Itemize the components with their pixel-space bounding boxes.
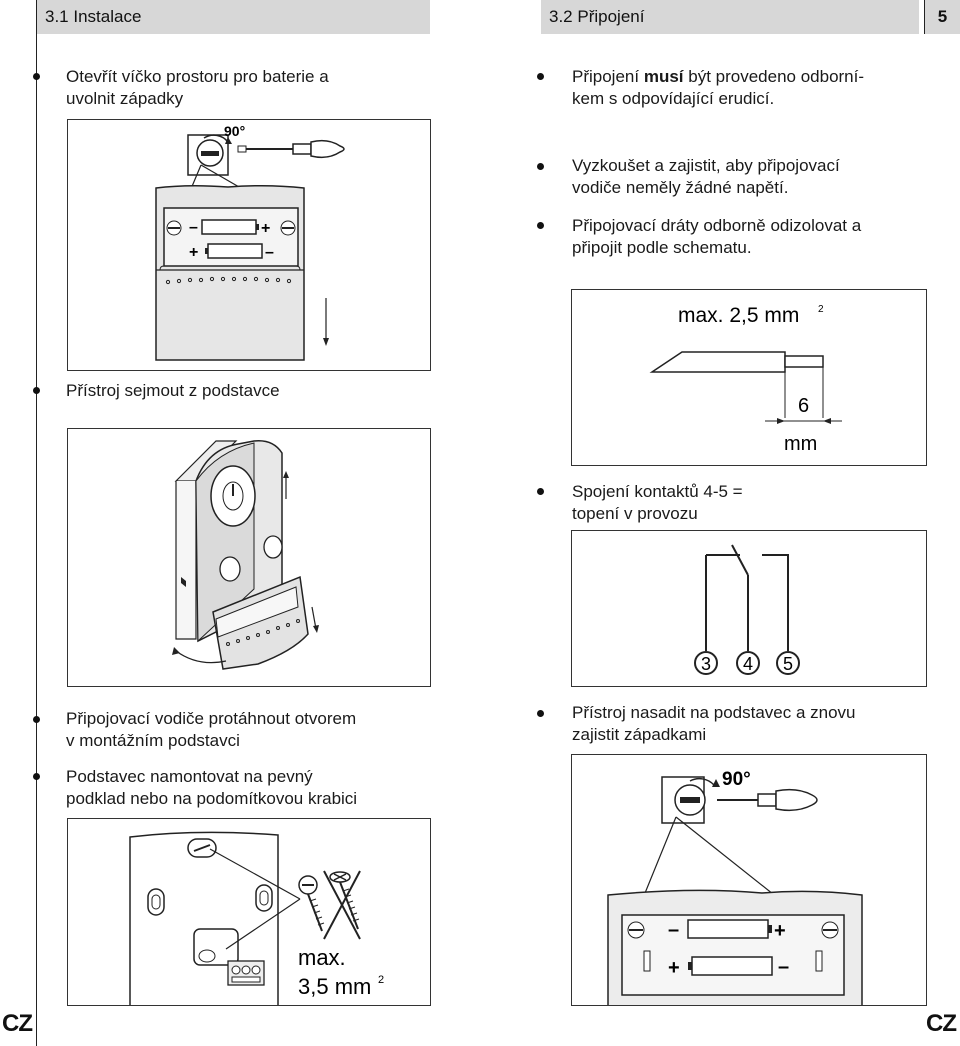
- right-step-2-line-2: vodiče neměly žádné napětí.: [572, 178, 789, 197]
- right-step-1-line-2: kem s odpovídající erudicí.: [572, 89, 775, 108]
- left-step-2: Přístroj sejmout z podstavce: [66, 381, 280, 400]
- bullet: [33, 716, 40, 723]
- right-section-title: 3.2 Připojení: [549, 7, 645, 26]
- bullet: [537, 222, 544, 229]
- step-text: být provedeno odborní-: [683, 67, 865, 86]
- figure-reattach-device: 90° – + + –: [571, 754, 927, 1006]
- figure-wire-stripping: max. 2,5 mm 2 6 mm: [571, 289, 927, 466]
- svg-text:+: +: [774, 920, 786, 942]
- left-step-3-line-2: v montážním podstavci: [66, 731, 240, 750]
- terminal-5: 5: [783, 654, 793, 674]
- wire-size-superscript: 2: [378, 974, 384, 986]
- right-step-3: Připojovací dráty odborně odizolovat a p…: [572, 215, 861, 259]
- left-step-4-line-1: Podstavec namontovat na pevný: [66, 767, 313, 786]
- left-section-header: 3.1 Instalace: [37, 0, 430, 34]
- left-step-3-line-1: Připojovací vodiče protáhnout otvorem: [66, 709, 357, 728]
- left-step-4-line-2: podklad nebo na podomítkovou krabici: [66, 789, 358, 808]
- svg-text:–: –: [668, 919, 679, 941]
- left-step-3: Připojovací vodiče protáhnout otvorem v …: [66, 708, 356, 752]
- terminal-4: 4: [743, 654, 753, 674]
- right-step-5-line-1: Přístroj nasadit na podstavec a znovu: [572, 703, 856, 722]
- right-step-2-line-1: Vyzkoušet a zajistit, aby připojovací: [572, 156, 840, 175]
- left-step-1-line-1: Otevřít víčko prostoru pro baterie a: [66, 67, 329, 86]
- bullet: [537, 73, 544, 80]
- wire-max-label: max. 2,5 mm: [678, 304, 799, 327]
- language-tag-right: CZ: [926, 1010, 957, 1037]
- bullet: [537, 710, 544, 717]
- right-section-header: 3.2 Připojení: [541, 0, 919, 34]
- wire-max-superscript: 2: [818, 304, 824, 315]
- figure-battery-compartment: 90° – + + –: [67, 119, 431, 371]
- right-step-3-line-1: Připojovací dráty odborně odizolovat a: [572, 216, 862, 235]
- right-step-4: Spojení kontaktů 4-5 = topení v provozu: [572, 481, 743, 525]
- right-step-2: Vyzkoušet a zajistit, aby připojovací vo…: [572, 155, 840, 199]
- angle-label: 90°: [224, 123, 245, 139]
- right-step-3-line-2: připojit podle schematu.: [572, 238, 752, 257]
- max-label: max.: [298, 945, 346, 970]
- language-tag-left: CZ: [2, 1010, 33, 1037]
- left-step-1-line-2: uvolnit západky: [66, 89, 184, 108]
- strip-length-unit: mm: [784, 433, 817, 455]
- figure-wiring-schematic: 3 4 5: [571, 530, 927, 687]
- right-step-4-line-1: Spojení kontaktů 4-5 =: [572, 482, 743, 501]
- terminal-3: 3: [701, 654, 711, 674]
- svg-text:–: –: [189, 219, 198, 236]
- strip-length-value: 6: [798, 395, 809, 417]
- svg-text:+: +: [668, 957, 680, 979]
- bullet: [537, 488, 544, 495]
- wire-size-label: 3,5 mm: [298, 974, 371, 999]
- header-divider: [924, 0, 925, 34]
- svg-text:–: –: [265, 244, 274, 261]
- right-step-1-line-1: Připojení musí být provedeno odborní-: [572, 66, 864, 88]
- step-text: Připojení: [572, 67, 644, 86]
- left-section-title: 3.1 Instalace: [45, 7, 142, 26]
- svg-text:+: +: [189, 244, 198, 261]
- bullet: [33, 73, 40, 80]
- emphasis-must: musí: [643, 67, 684, 86]
- left-margin-rule: [36, 0, 37, 1046]
- bullet: [33, 387, 40, 394]
- bullet: [537, 163, 544, 170]
- svg-text:–: –: [778, 956, 789, 978]
- page-number: 5: [937, 7, 948, 26]
- page-number-box: 5: [925, 0, 960, 34]
- left-step-1: Otevřít víčko prostoru pro baterie a uvo…: [66, 66, 329, 110]
- figure-remove-device: [67, 428, 431, 687]
- right-step-4-line-2: topení v provozu: [572, 504, 698, 523]
- angle-label: 90°: [722, 769, 751, 790]
- left-step-4: Podstavec namontovat na pevný podklad ne…: [66, 766, 357, 810]
- svg-text:+: +: [261, 220, 270, 237]
- figure-mount-base: max. 3,5 mm 2: [67, 818, 431, 1006]
- right-step-1: Připojení musí být provedeno odborní- ke…: [572, 66, 864, 110]
- right-step-5: Přístroj nasadit na podstavec a znovu za…: [572, 702, 856, 746]
- right-step-5-line-2: zajistit západkami: [572, 725, 707, 744]
- bullet: [33, 773, 40, 780]
